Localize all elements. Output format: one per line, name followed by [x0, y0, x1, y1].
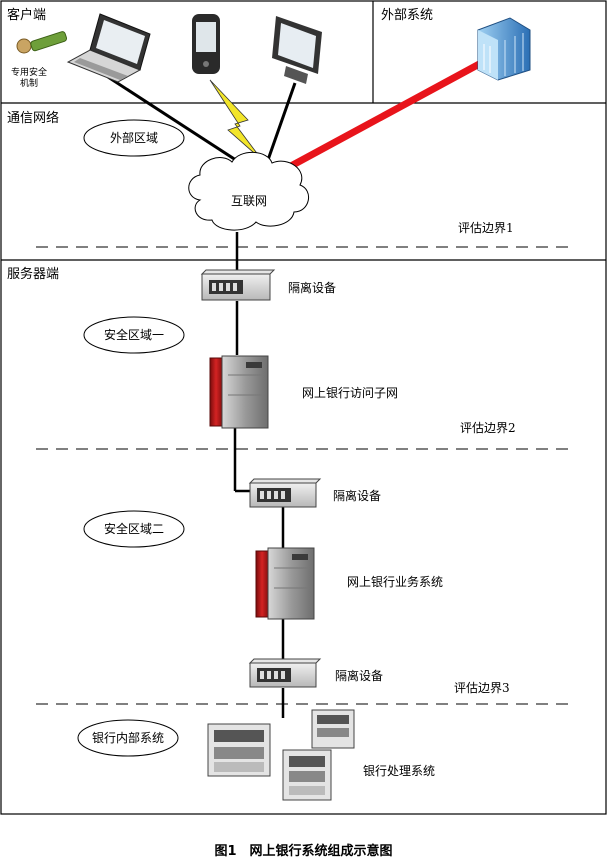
zone-ellipse-security1: [83, 316, 185, 354]
zone-security2-label: 安全区域二: [103, 522, 165, 536]
processing-server-b-icon: [311, 709, 355, 749]
isolation-device-1-label: 隔离设备: [288, 281, 337, 295]
boundary-2-label: 评估边界2: [460, 421, 516, 435]
zone-security1-label: 安全区域一: [103, 328, 165, 342]
token-label: 专用安全 机制: [11, 68, 48, 89]
zone-internal-label: 银行内部系统: [91, 731, 165, 745]
isolation-device-3-icon: [248, 658, 322, 688]
pda-icon: [192, 14, 220, 74]
zone-external-label: 外部区域: [109, 131, 159, 145]
business-server-icon: [255, 547, 315, 620]
usb-token-icon: [16, 31, 68, 54]
internet-label: 互联网: [230, 194, 268, 208]
processing-server-c-icon: [282, 749, 332, 801]
zone-ellipse-internal: [77, 719, 179, 757]
isolation-device-3-label: 隔离设备: [335, 669, 384, 683]
outer-frame: [0, 0, 607, 815]
zone-ellipse-external: [83, 119, 185, 157]
processing-server-a-icon: [207, 723, 271, 777]
section-external-system-label: 外部系统: [381, 8, 434, 23]
processing-system-label: 银行处理系统: [363, 764, 436, 778]
isolation-device-2-label: 隔离设备: [333, 489, 382, 503]
isolation-device-2-icon: [248, 478, 322, 508]
link-external-system: [276, 58, 485, 177]
access-subnet-server-icon: [209, 355, 269, 429]
internet-cloud-icon: [188, 151, 309, 231]
access-subnet-label: 网上银行访问子网: [302, 386, 399, 400]
isolation-device-1-icon: [200, 269, 276, 301]
zone-ellipse-security2: [83, 510, 185, 548]
boundary-3-label: 评估边界3: [454, 681, 510, 695]
section-server-label: 服务器端: [7, 267, 60, 282]
figure-caption: 图1 网上银行系统组成示意图: [214, 844, 393, 859]
business-system-label: 网上银行业务系统: [347, 575, 444, 589]
building-icon: [477, 17, 531, 81]
monitor-icon: [272, 16, 322, 84]
section-comm-network-label: 通信网络: [7, 111, 60, 126]
boundary-1-label: 评估边界1: [458, 221, 514, 235]
laptop-icon: [66, 13, 151, 83]
section-client-label: 客户端: [7, 8, 47, 23]
